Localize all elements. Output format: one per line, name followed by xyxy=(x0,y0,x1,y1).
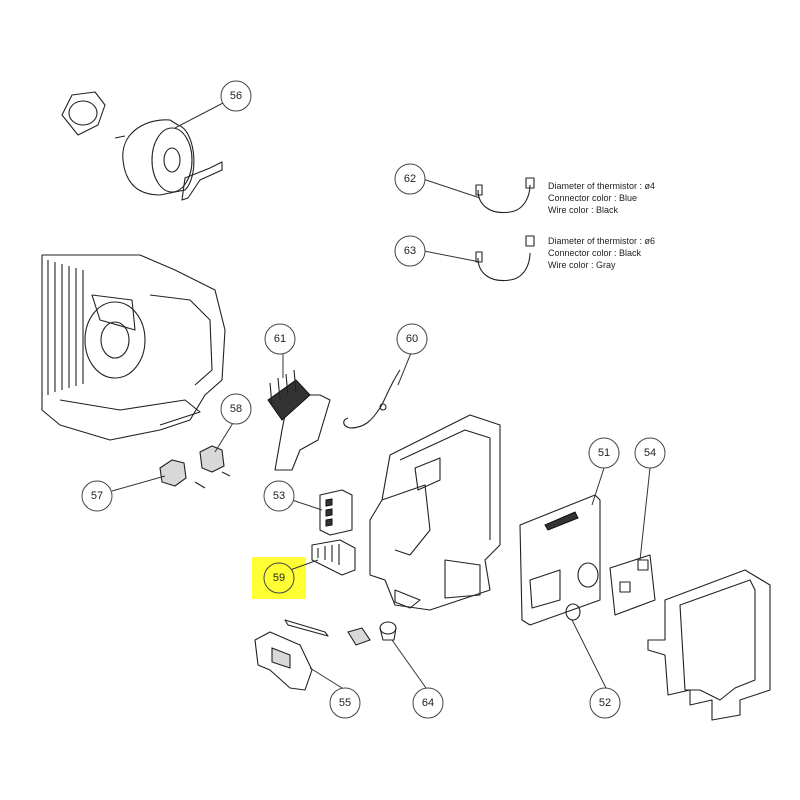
callout-62-label: 62 xyxy=(404,173,416,185)
callout-58-label: 58 xyxy=(230,403,242,415)
callout-58: 58 xyxy=(220,393,252,425)
thermistor-63-wire: Wire color : Gray xyxy=(548,260,616,270)
part-57-bracket xyxy=(159,459,206,489)
control-box-housing xyxy=(369,414,501,611)
part-62-thermistor xyxy=(475,177,535,214)
thermistor-62-spec: Diameter of thermistor : ø4 Connector co… xyxy=(548,181,655,215)
callout-54-label: 54 xyxy=(644,447,656,459)
callout-61: 61 xyxy=(264,323,296,355)
callout-59: 59 xyxy=(263,562,295,594)
callout-63-label: 63 xyxy=(404,245,416,257)
callout-55: 55 xyxy=(329,687,361,719)
callout-51-label: 51 xyxy=(598,447,610,459)
part-55-receiver-unit xyxy=(254,619,329,691)
callout-63: 63 xyxy=(394,235,426,267)
callout-53-label: 53 xyxy=(273,490,285,502)
part-58-bracket xyxy=(199,445,231,477)
callout-62: 62 xyxy=(394,163,426,195)
leader-lines xyxy=(111,102,651,689)
callout-52: 52 xyxy=(589,687,621,719)
thermistor-63-diameter: Diameter of thermistor : ø6 xyxy=(548,236,655,246)
callout-52-label: 52 xyxy=(599,697,611,709)
part-53-terminal-block xyxy=(319,489,353,536)
part-63-thermistor xyxy=(475,235,535,282)
callout-60: 60 xyxy=(396,323,428,355)
part-60-sensor-wire xyxy=(343,369,401,429)
part-59-connector xyxy=(311,539,356,576)
callout-61-label: 61 xyxy=(274,333,286,345)
part-51-main-pcb xyxy=(519,494,601,626)
thermistor-62-connector: Connector color : Blue xyxy=(548,193,637,203)
callout-55-label: 55 xyxy=(339,697,351,709)
callout-57-label: 57 xyxy=(91,490,103,502)
part-54-sub-pcb xyxy=(609,554,656,616)
thermistor-62-wire: Wire color : Black xyxy=(548,205,619,215)
callout-60-label: 60 xyxy=(406,333,418,345)
callout-54: 54 xyxy=(634,437,666,469)
callout-56-label: 56 xyxy=(230,90,242,102)
thermistor-63-spec: Diameter of thermistor : ø6 Connector co… xyxy=(548,236,655,270)
part-56-fan-motor xyxy=(61,91,223,201)
callout-59-label: 59 xyxy=(273,572,285,584)
callout-56: 56 xyxy=(220,80,252,112)
callout-57: 57 xyxy=(81,480,113,512)
part-64-fitting xyxy=(379,621,397,641)
thermistor-63-connector: Connector color : Black xyxy=(548,248,642,258)
callout-64-label: 64 xyxy=(422,697,434,709)
part-61-coil xyxy=(267,369,331,471)
control-box-cover xyxy=(647,569,771,721)
thermistor-62-diameter: Diameter of thermistor : ø4 xyxy=(548,181,655,191)
callout-53: 53 xyxy=(263,480,295,512)
blower-housing-assembly xyxy=(41,254,226,441)
callout-51: 51 xyxy=(588,437,620,469)
callout-64: 64 xyxy=(412,687,444,719)
small-connector-part xyxy=(347,627,371,646)
